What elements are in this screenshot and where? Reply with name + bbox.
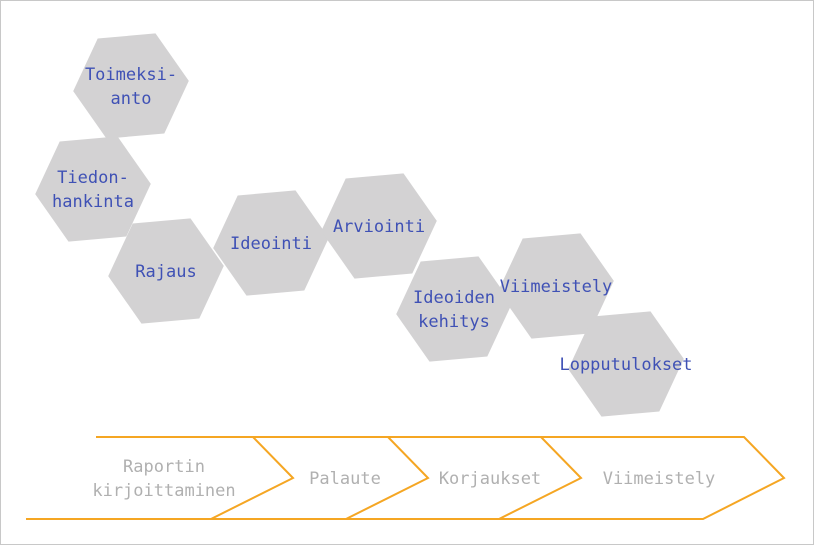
process-step-label: Raportin xyxy=(123,457,205,477)
hexagon-label: Viimeistely xyxy=(500,277,613,297)
hexagon-label: Tiedon- xyxy=(57,168,129,188)
hexagon-tiedonhankinta: Tiedon-hankinta xyxy=(35,136,151,242)
process-step-label: kirjoittaminen xyxy=(92,481,235,501)
process-step-palaute: Palaute xyxy=(211,436,430,520)
hexagon-toimeksianto: Toimeksi-anto xyxy=(73,33,189,139)
hexagon-shape xyxy=(213,190,329,296)
chevron-arrow-shape xyxy=(499,436,786,520)
hexagon-label: Rajaus xyxy=(135,262,196,282)
hexagon-ideoiden-kehitys: Ideoiden kehitys xyxy=(396,256,512,362)
hexagon-arviointi: Arviointi xyxy=(321,173,437,279)
hexagon-lopputulokset: Lopputulokset xyxy=(559,311,693,417)
process-step-label: Palaute xyxy=(309,469,381,489)
chevron-arrow-shape xyxy=(26,436,295,520)
hexagon-label: Arviointi xyxy=(333,217,425,237)
hexagon-label: Toimeksi- xyxy=(85,65,177,85)
hexagon-shape xyxy=(35,136,151,242)
chevron-arrow-shape xyxy=(346,436,583,520)
hexagon-shape xyxy=(73,33,189,139)
hexagon-group: Toimeksi-antoTiedon-hankintaRajausIdeoin… xyxy=(35,33,693,417)
hexagon-label: Ideoiden xyxy=(413,288,495,308)
hexagon-rajaus: Rajaus xyxy=(108,218,224,324)
hexagon-label: anto xyxy=(111,89,152,109)
hexagon-ideointi: Ideointi xyxy=(213,190,329,296)
process-step-label: Viimeistely xyxy=(603,469,716,489)
hexagon-shape xyxy=(108,218,224,324)
hexagon-shape xyxy=(498,233,614,339)
process-step-label: Korjaukset xyxy=(439,469,541,489)
hexagon-label: Lopputulokset xyxy=(559,355,692,375)
hexagon-label: kehitys xyxy=(418,312,490,332)
process-step-korjaukset: Korjaukset xyxy=(346,436,583,520)
process-step-raportin-kirjoittaminen: Raportin kirjoittaminen xyxy=(26,436,295,520)
hexagon-label: Ideointi xyxy=(230,234,312,254)
process-arrow-group: Raportin kirjoittaminen Palaute Korjaukset V… xyxy=(26,436,786,520)
hexagon-viimeistely: Viimeistely xyxy=(498,233,614,339)
hexagon-label: hankinta xyxy=(52,192,134,212)
hexagon-shape xyxy=(321,173,437,279)
chevron-arrow-shape xyxy=(211,436,430,520)
hexagon-shape xyxy=(568,311,684,417)
process-step-viimeistely-step: Viimeistely xyxy=(499,436,786,520)
hexagon-shape xyxy=(396,256,512,362)
